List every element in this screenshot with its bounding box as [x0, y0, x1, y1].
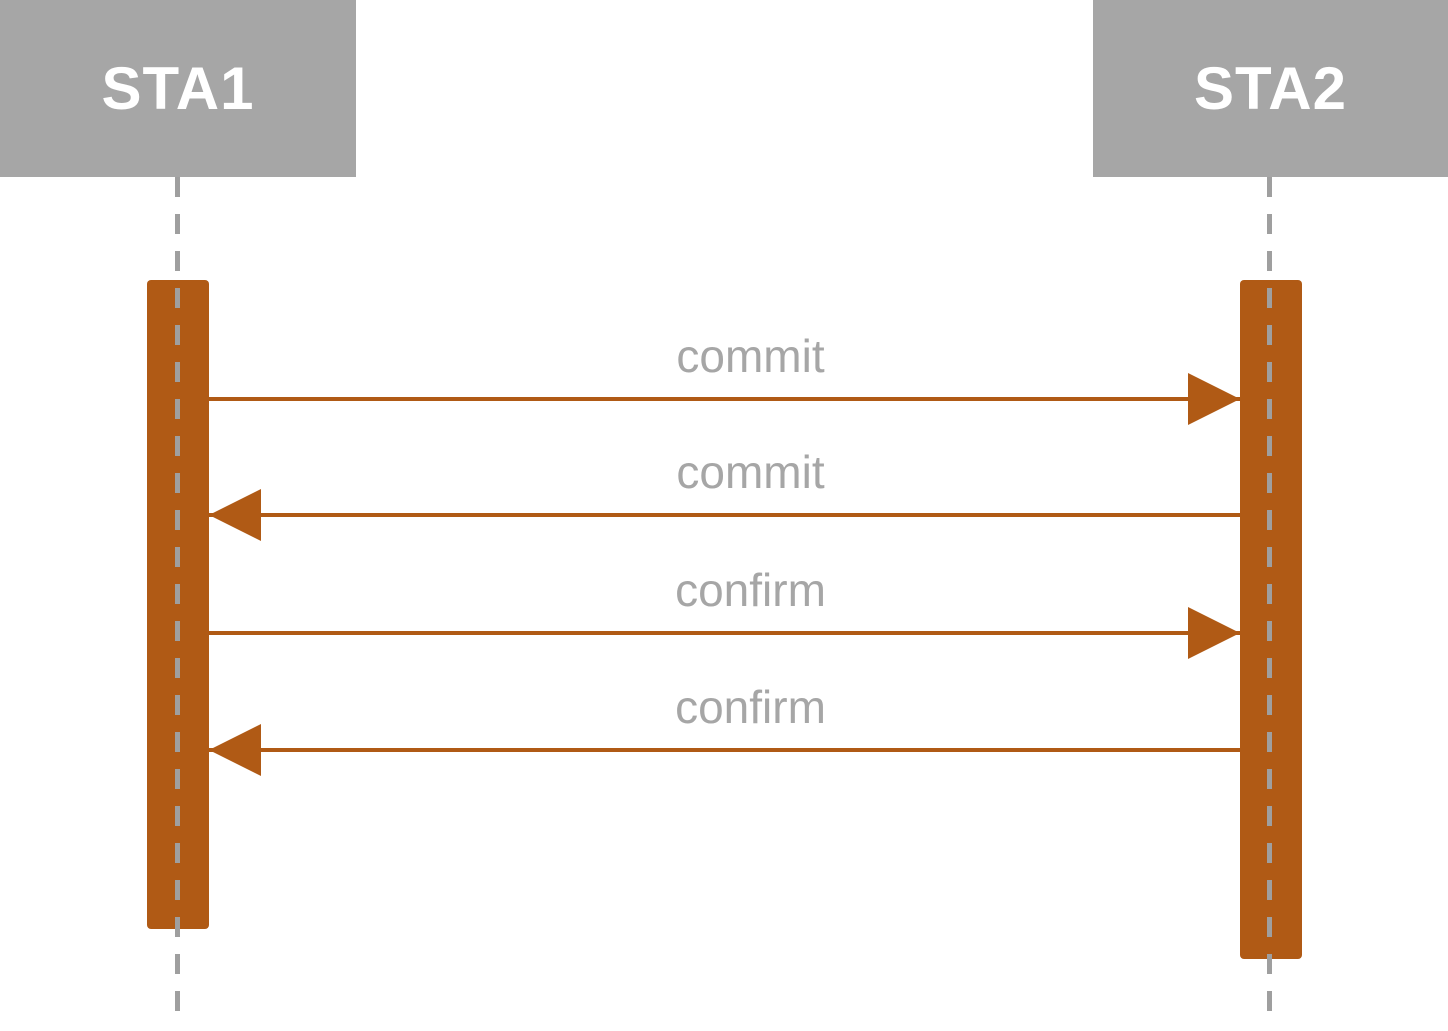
actor-sta1-label: STA1	[101, 55, 255, 122]
message-line	[209, 513, 1240, 517]
arrowhead-right-icon	[1188, 607, 1240, 659]
actor-box-sta1: STA1	[0, 0, 356, 177]
message-line	[209, 631, 1240, 635]
message-label: confirm	[675, 564, 826, 616]
arrowhead-right-icon	[1188, 373, 1240, 425]
arrowhead-left-icon	[209, 724, 261, 776]
actor-sta2-label: STA2	[1194, 55, 1347, 122]
message-label: commit	[676, 446, 825, 498]
lifeline-sta2	[1267, 177, 1272, 1022]
message-line	[209, 748, 1240, 752]
lifeline-sta1	[175, 177, 180, 1022]
arrowhead-left-icon	[209, 489, 261, 541]
message-label: commit	[676, 330, 825, 382]
actor-box-sta2: STA2	[1093, 0, 1448, 177]
message-line	[209, 397, 1240, 401]
message-label: confirm	[675, 681, 826, 733]
